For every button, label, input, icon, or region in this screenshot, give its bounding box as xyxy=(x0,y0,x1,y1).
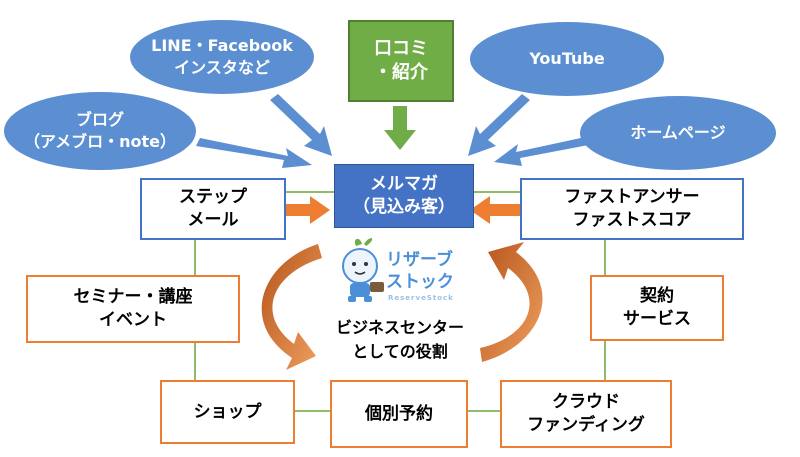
channel-kuchikomi-line2: ・紹介 xyxy=(374,62,428,83)
reservation-label: 個別予約 xyxy=(365,403,433,424)
channel-line-facebook: LINE・Facebook インスタなど xyxy=(130,20,314,94)
step-mail-box: ステップ メール xyxy=(140,178,286,240)
channel-homepage: ホームページ xyxy=(580,96,776,170)
channel-arrows xyxy=(196,94,594,168)
step-mail-line2: メール xyxy=(187,210,239,230)
arrow-homepage xyxy=(494,136,594,166)
seminar-line1: セミナー・講座 xyxy=(73,287,193,308)
seminar-box: セミナー・講座 イベント xyxy=(26,275,240,343)
logo-subtext: ReserveStock xyxy=(388,294,454,302)
center-label-line1: ビジネスセンター xyxy=(335,318,464,337)
cycle-arrow-right xyxy=(480,242,543,362)
seminar-line2: イベント xyxy=(99,310,167,330)
channel-kuchikomi: 口コミ ・紹介 xyxy=(348,20,454,102)
mascot-icon xyxy=(342,238,384,302)
channel-blog-line2: （アメブロ・note） xyxy=(23,132,177,151)
green-connectors xyxy=(194,191,606,412)
logo-line1: リザーブ xyxy=(386,250,453,270)
arrow-fast-to-core xyxy=(470,196,532,224)
channel-blog-line1: ブログ xyxy=(75,110,124,130)
crowdfunding-box: クラウド ファンディング xyxy=(500,380,672,448)
channel-line-facebook-line2: インスタなど xyxy=(174,58,270,77)
logo-line2: ストック xyxy=(386,272,454,292)
core-line2: （見込み客） xyxy=(353,197,455,217)
crowdfunding-line1: クラウド xyxy=(552,392,620,413)
center-label-line2: としての役割 xyxy=(352,342,448,361)
contract-box: 契約 サービス xyxy=(590,275,724,341)
arrow-blog xyxy=(196,138,312,168)
shop-label: ショップ xyxy=(193,401,262,422)
center-role-label: ビジネスセンター としての役割 xyxy=(320,316,480,364)
channel-youtube-label: YouTube xyxy=(529,49,605,69)
reservation-box: 個別予約 xyxy=(330,380,468,448)
channel-homepage-label: ホームページ xyxy=(630,123,726,143)
core-line1: メルマガ xyxy=(370,174,438,195)
contract-line1: 契約 xyxy=(640,286,674,307)
shop-box: ショップ xyxy=(160,380,295,444)
channel-youtube: YouTube xyxy=(470,22,664,96)
channel-kuchikomi-line1: 口コミ xyxy=(374,37,428,59)
cycle-arrow-left xyxy=(261,244,322,370)
fast-answer-box: ファストアンサー ファストスコア xyxy=(520,178,744,240)
arrow-line-fb xyxy=(270,94,332,156)
channel-line-facebook-line1: LINE・Facebook xyxy=(151,36,293,56)
crowdfunding-line2: ファンディング xyxy=(527,415,645,435)
arrow-kuchikomi xyxy=(384,106,416,150)
arrow-youtube xyxy=(468,94,530,156)
arrow-step-to-core xyxy=(268,196,330,224)
contract-line2: サービス xyxy=(623,309,691,329)
fast-answer-line2: ファストスコア xyxy=(572,210,692,230)
core-mailmagazine: メルマガ （見込み客） xyxy=(334,164,474,228)
fast-answer-line1: ファストアンサー xyxy=(564,187,700,208)
channel-blog: ブログ （アメブロ・note） xyxy=(4,92,196,170)
step-mail-line1: ステップ xyxy=(179,187,247,208)
